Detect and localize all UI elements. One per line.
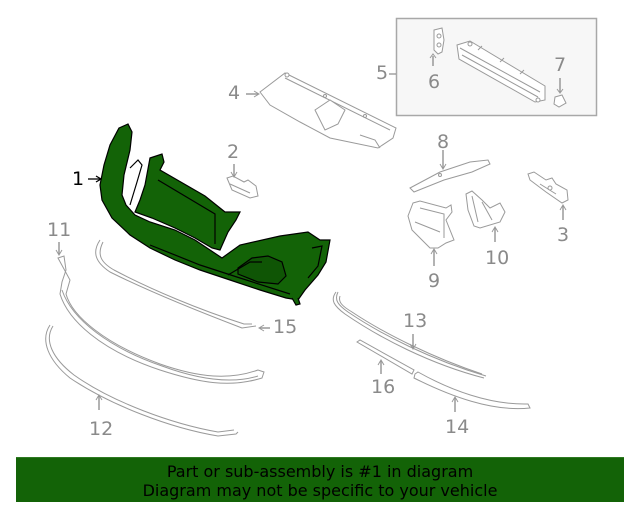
- part-14-strip[interactable]: [413, 371, 531, 412]
- callout-10[interactable]: 10: [485, 247, 510, 269]
- part-9-bracket[interactable]: [407, 200, 455, 266]
- callout-3[interactable]: 3: [557, 224, 570, 246]
- callout-16[interactable]: 16: [371, 376, 396, 398]
- banner-line-1: Part or sub-assembly is #1 in diagram: [166, 462, 474, 481]
- part-info-banner: Part or sub-assembly is #1 in diagram Di…: [16, 457, 624, 502]
- part-6-bracket[interactable]: [429, 27, 445, 66]
- part-1-leader: [88, 175, 103, 183]
- callout-6[interactable]: 6: [428, 71, 441, 93]
- part-2-bracket[interactable]: [226, 164, 259, 199]
- callout-5[interactable]: 5: [376, 62, 389, 84]
- callout-12[interactable]: 12: [89, 418, 114, 440]
- part-12-strip[interactable]: [45, 324, 239, 437]
- callout-2[interactable]: 2: [227, 141, 240, 163]
- part-1-bumper-cover[interactable]: [99, 123, 331, 306]
- part-10-bracket[interactable]: [465, 190, 506, 242]
- part-11-lower-lip[interactable]: [55, 242, 265, 384]
- part-8-reinforcement[interactable]: [409, 150, 491, 193]
- callout-8[interactable]: 8: [437, 131, 450, 153]
- part-13-molding[interactable]: [332, 291, 487, 379]
- part-5-duct[interactable]: [456, 40, 546, 103]
- part-4-shield[interactable]: [246, 72, 397, 149]
- callout-13[interactable]: 13: [403, 310, 428, 332]
- callout-1[interactable]: 1: [72, 168, 85, 190]
- banner-line-2: Diagram may not be specific to your vehi…: [142, 481, 498, 500]
- callout-14[interactable]: 14: [445, 416, 470, 438]
- callout-4[interactable]: 4: [228, 82, 241, 104]
- callout-11[interactable]: 11: [47, 219, 72, 241]
- callout-7[interactable]: 7: [554, 54, 567, 76]
- part-15-molding[interactable]: [95, 239, 270, 332]
- callout-15[interactable]: 15: [273, 316, 298, 338]
- part-7-clip[interactable]: [553, 78, 567, 108]
- part-16-strip[interactable]: [356, 339, 415, 375]
- part-3-bracket[interactable]: [527, 171, 569, 220]
- callout-9[interactable]: 9: [428, 270, 441, 292]
